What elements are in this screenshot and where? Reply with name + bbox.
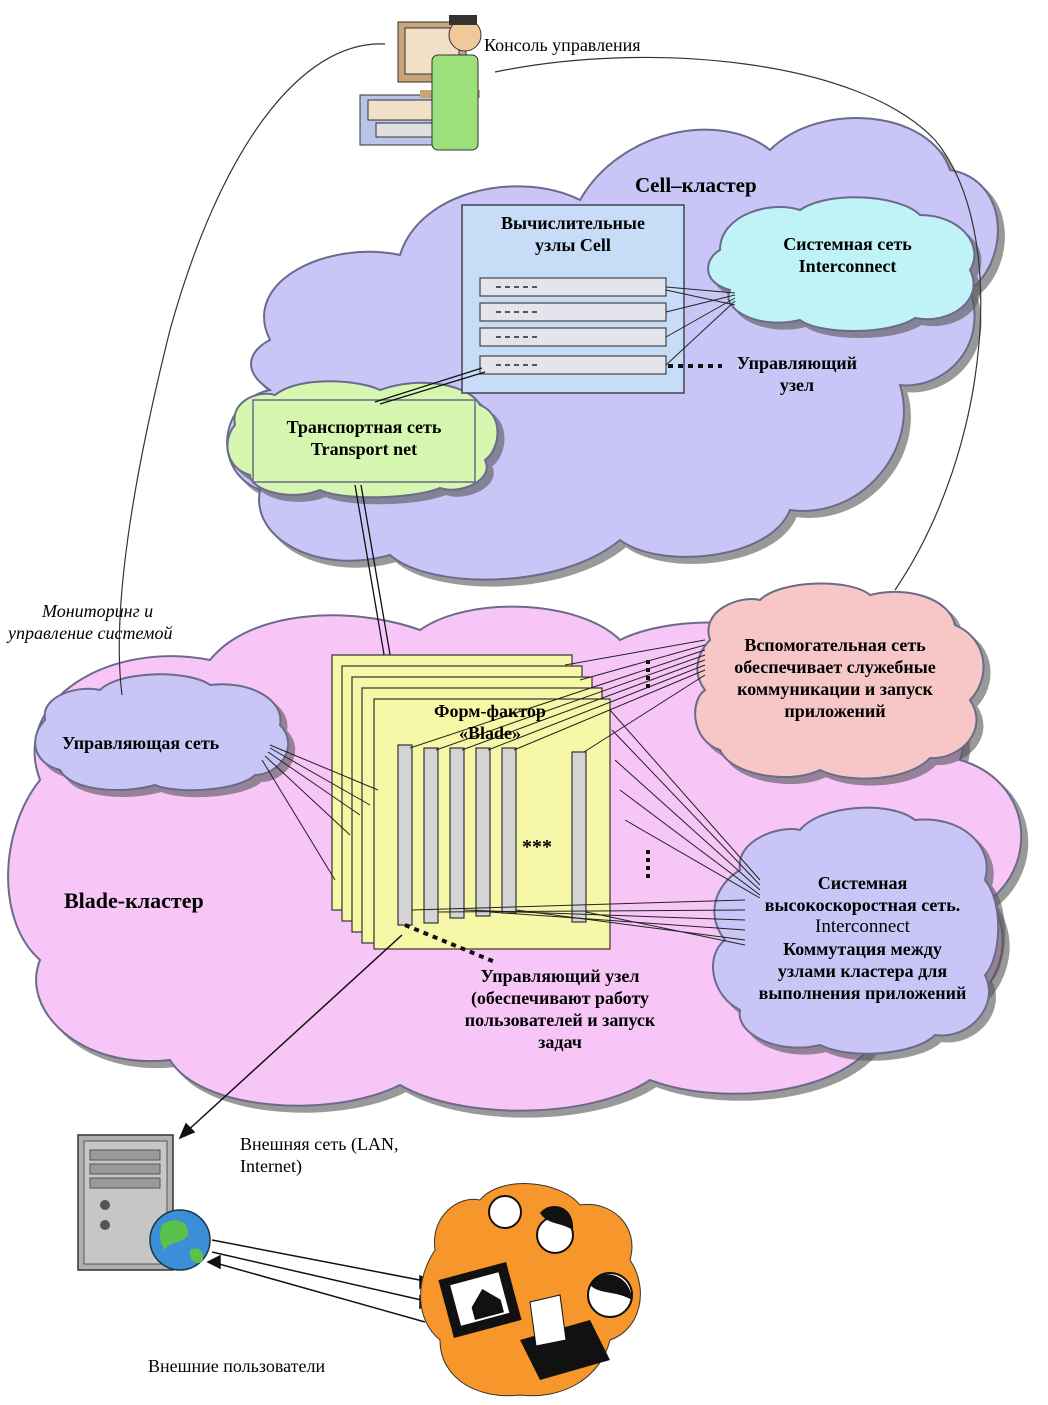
transport-line: Транспортная сеть — [286, 417, 442, 437]
mgmt-network-label: Управляющая сеть — [62, 733, 220, 753]
mgmt-network-links — [261, 744, 379, 881]
transport-label: Транспортная сеть Transport net — [253, 416, 475, 460]
cell-server-unit — [479, 302, 667, 322]
blade-mgmt-node-line: Управляющий узел — [480, 966, 640, 986]
hs-interconnect-line: Interconnect — [815, 916, 910, 937]
transport-line: Transport net — [310, 439, 418, 459]
compute-nodes-line: узлы Cell — [535, 235, 611, 255]
form-factor-label: Форм-фактор «Blade» — [400, 700, 580, 744]
cell-server-unit — [479, 277, 667, 297]
blade-module — [449, 747, 465, 919]
transport-cloud — [226, 380, 499, 499]
blade-mgmt-node-label: Управляющий узел (обеспечивают работу по… — [430, 965, 690, 1053]
hs-interconnect-line: высокоскоростная сеть. — [764, 895, 961, 915]
blade-module — [423, 747, 439, 924]
cell-cluster-title: Cell–кластер — [635, 173, 757, 197]
interconnect-cloud — [707, 196, 976, 332]
monitoring-label: Мониторинг и управление системой — [8, 600, 240, 644]
aux-network-line: приложений — [784, 701, 886, 721]
blade-modules — [397, 744, 587, 926]
cell-compute-box — [461, 204, 685, 394]
blade-module — [571, 751, 587, 923]
monitoring-line: Мониторинг и — [42, 601, 154, 621]
external-network-line: Internet) — [240, 1156, 302, 1176]
external-users-icon — [420, 1183, 641, 1397]
hs-interconnect-cloud — [712, 806, 1000, 1055]
form-factor-line: «Blade» — [458, 723, 521, 743]
aux-network-links — [409, 639, 706, 753]
interconnect-line: Interconnect — [798, 256, 897, 276]
aux-network-line: коммуникации и запуск — [737, 679, 933, 699]
aux-network-label: Вспомогательная сеть обеспечивает служеб… — [705, 634, 965, 722]
external-network-line: Внешняя сеть (LAN, — [240, 1134, 399, 1154]
blade-module — [501, 747, 517, 914]
hs-interconnect-line: выполнения приложений — [758, 983, 967, 1003]
hs-interconnect-line: Системная — [817, 873, 908, 893]
cell-mgmt-node-line: узел — [779, 375, 815, 395]
external-users-label: Внешние пользователи — [148, 1356, 326, 1376]
blade-module — [475, 747, 491, 917]
hs-interconnect-line: узлами кластера для — [777, 961, 948, 981]
interconnect-label: Системная сеть Interconnect — [745, 233, 950, 277]
globe-icon — [149, 1209, 211, 1271]
blade-mgmt-node-line: пользователей и запуск — [464, 1010, 656, 1030]
cell-server-unit — [479, 327, 667, 347]
management-network-cloud — [34, 673, 290, 792]
hs-interconnect-links — [411, 709, 761, 946]
aux-network-line: обеспечивает служебные — [734, 657, 936, 677]
cell-server-unit — [479, 355, 667, 375]
external-network-label: Внешняя сеть (LAN, Internet) — [240, 1133, 398, 1177]
blade-mgmt-node-link — [404, 923, 496, 964]
compute-nodes-label: Вычислительные узлы Cell — [462, 212, 684, 256]
cell-interconnect-links — [665, 286, 736, 366]
interconnect-line: Системная сеть — [783, 234, 912, 254]
monitoring-line: управление системой — [8, 623, 173, 643]
blade-cluster-title: Blade-кластер — [64, 888, 204, 913]
console-label: Консоль управления — [484, 35, 641, 55]
form-factor-line: Форм-фактор — [434, 701, 546, 721]
blade-mgmt-node-line: задач — [538, 1032, 582, 1052]
blade-module — [397, 744, 413, 926]
console-operator-icon — [359, 15, 482, 151]
compute-nodes-line: Вычислительные — [501, 213, 645, 233]
cell-mgmt-node-label: Управляющий узел — [722, 352, 872, 396]
aux-network-cloud — [694, 582, 985, 780]
blade-mgmt-node-line: (обеспечивают работу — [470, 988, 650, 1008]
blade-ellipsis: *** — [522, 836, 552, 858]
aux-network-line: Вспомогательная сеть — [744, 635, 926, 655]
external-links — [178, 934, 434, 1323]
console-arcs — [118, 43, 982, 696]
hs-interconnect-line: Коммутация между — [783, 939, 942, 959]
hs-interconnect-label: Системная высокоскоростная сеть. Interco… — [735, 872, 990, 1004]
cell-mgmt-node-line: Управляющий — [736, 353, 858, 373]
